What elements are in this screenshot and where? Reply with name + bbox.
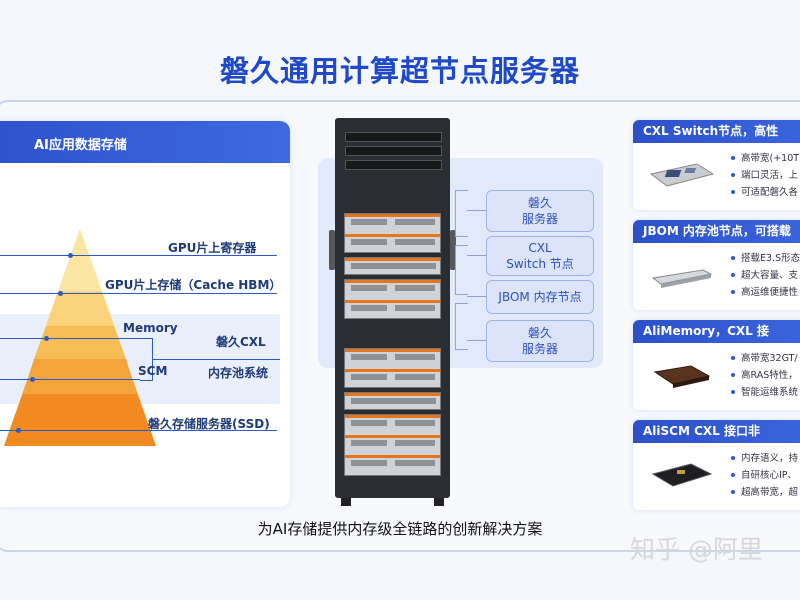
switch-board-icon [649,163,715,187]
card-title: AliMemory，CXL 接 [633,320,800,343]
component-label-4b: 服务器 [521,342,558,356]
card-bullet: 端口灵活，上 [731,167,799,184]
card-bullets: 内存语义，持 自研核心IP、 超高带宽，超 [731,450,798,501]
pyramid-layer-1 [58,229,102,291]
layer-line-3 [0,338,140,339]
connector-line-3 [467,296,486,297]
card-title: CXL Switch节点，高性 [633,120,800,143]
component-label-1b: 服务器 [521,212,558,226]
rack-jbom-node [344,279,441,319]
component-jbom-node: JBOM 内存节点 [486,280,594,314]
rack-switch-2 [345,146,442,156]
rack-switch-1 [345,132,442,142]
layer-line-2 [0,293,277,294]
layer-label-cache-hbm: GPU片上存储（Cache HBM） [105,278,282,292]
card-aliscm: AliSCM CXL 接口非 内存语义，持 自研核心IP、 超高带宽，超 [633,420,800,510]
component-label-4a: 磐久 [527,326,552,340]
rack-cxl-switch [344,257,441,275]
rack-server-4 [344,414,441,476]
connector-line-2 [467,255,486,256]
layer-dot-5 [16,428,21,433]
layer-label-ssd: 磐久存储服务器(SSD) [148,417,270,431]
slide-caption: 为AI存储提供内存级全链路的创新解决方案 [257,520,543,538]
rack-foot-left [341,498,351,506]
rack-server-1 [344,213,441,253]
card-bullet: 超高带宽，超 [731,484,798,501]
card-title: JBOM 内存池节点，可搭载 [633,220,800,243]
cxl-pool-label-2: 内存池系统 [208,366,269,380]
card-jbom: JBOM 内存池节点，可搭载 搭载E3.S形态 超大容量、支 高运维便捷性 [633,220,800,310]
rack-switch-3 [345,160,442,170]
component-label-2b: Switch 节点 [506,257,574,271]
server-rack [329,118,456,506]
layer-line-4 [0,379,140,380]
panel-header-label: AI应用数据存储 [34,138,127,153]
layer-label-scm: SCM [138,364,168,378]
page-title: 磐久通用计算超节点服务器 [219,54,580,88]
card-bullet: 高带宽(+10T [731,150,799,167]
connector-line-1 [467,210,486,211]
cxl-line [152,359,280,360]
jbom-drive-icon [651,269,713,288]
layer-dot-4 [30,377,35,382]
component-label-3a: JBOM 内存节点 [498,290,582,304]
component-label-2a: CXL [528,241,552,255]
layer-dot-1 [68,253,73,258]
card-bullet: 高带宽32GT/ [731,350,798,367]
card-alimemory: AliMemory，CXL 接 高带宽32GT/ 高RAS特性， 智能运维系统 [633,320,800,410]
card-bullet: 智能运维系统 [731,384,798,401]
watermark: 知乎 @阿里 [630,535,763,564]
component-label-1a: 磐久 [527,196,552,210]
layer-line-1 [0,255,277,256]
card-bullet: 高RAS特性， [731,367,798,384]
card-bullets: 高带宽(+10T 端口灵活，上 可适配磐久各 [731,150,799,201]
component-panjiu-server-top: 磐久 服务器 [486,190,594,232]
layer-dot-3 [44,336,49,341]
pyramid-layer-4 [23,359,137,394]
connector-bracket-3 [455,303,468,350]
card-bullets: 高带宽32GT/ 高RAS特性， 智能运维系统 [731,350,798,401]
pyramid-layer-2 [46,291,114,326]
memory-module-icon [653,365,711,388]
connector-bracket-1 [455,190,468,237]
layer-dot-2 [58,291,63,296]
card-cxl-switch: CXL Switch节点，高性 高带宽(+10T 端口灵活，上 可适配磐久各 [633,120,800,210]
pyramid-layer-3 [34,326,126,359]
card-bullet: 搭载E3.S形态 [731,250,800,267]
connector-bracket-2 [455,245,468,295]
layer-label-registers: GPU片上寄存器 [168,241,257,255]
rack-handle-left [329,230,335,270]
layer-label-memory: Memory [123,321,178,335]
component-cxl-switch: CXL Switch 节点 [486,236,594,276]
storage-hierarchy-panel: AI应用数据存储 GPU片上寄存器 GPU片上存储（Cache HBM） Mem… [0,121,290,507]
card-bullet: 可适配磐久各 [731,184,799,201]
component-panjiu-server-bottom: 磐久 服务器 [486,320,594,362]
rack-foot-right [434,498,444,506]
pyramid-layer-5 [4,394,156,446]
card-bullet: 超大容量、支 [731,267,800,284]
rack-server-3 [344,392,441,410]
rack-server-2 [344,348,441,388]
cxl-pool-label-1: 磐久CXL [216,335,266,349]
card-title: AliSCM CXL 接口非 [633,420,800,443]
panel-header: AI应用数据存储 [0,121,290,163]
storage-pyramid [4,229,156,446]
connector-line-4 [467,340,486,341]
card-bullet: 内存语义，持 [731,450,798,467]
card-bullet: 自研核心IP、 [731,467,798,484]
layer-line-5 [0,430,277,431]
rack-handle-right [450,230,456,270]
card-bullets: 搭载E3.S形态 超大容量、支 高运维便捷性 [731,250,800,301]
scm-card-icon [651,463,713,487]
card-bullet: 高运维便捷性 [731,284,800,301]
